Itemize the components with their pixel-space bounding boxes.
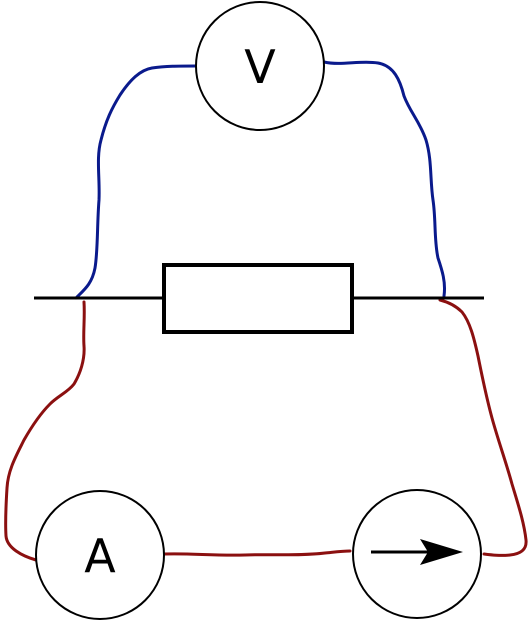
voltmeter-wire-left (74, 64, 198, 300)
current-source (352, 489, 482, 619)
resistor (162, 263, 354, 334)
current-direction-arrow-icon (420, 539, 463, 565)
current-source-circle (352, 489, 482, 619)
ammeter-label: A (84, 529, 116, 583)
ammeter-loop-wire-left (4, 300, 86, 562)
ammeter-loop-wire-right (438, 298, 528, 557)
voltmeter-circle (195, 1, 325, 131)
ammeter-loop-wire-bottom (162, 549, 352, 557)
voltmeter-wire-right (322, 60, 446, 298)
voltmeter: V (195, 1, 325, 131)
ammeter-circle (35, 490, 165, 620)
voltmeter-label: V (244, 40, 276, 94)
ammeter: A (35, 490, 165, 620)
